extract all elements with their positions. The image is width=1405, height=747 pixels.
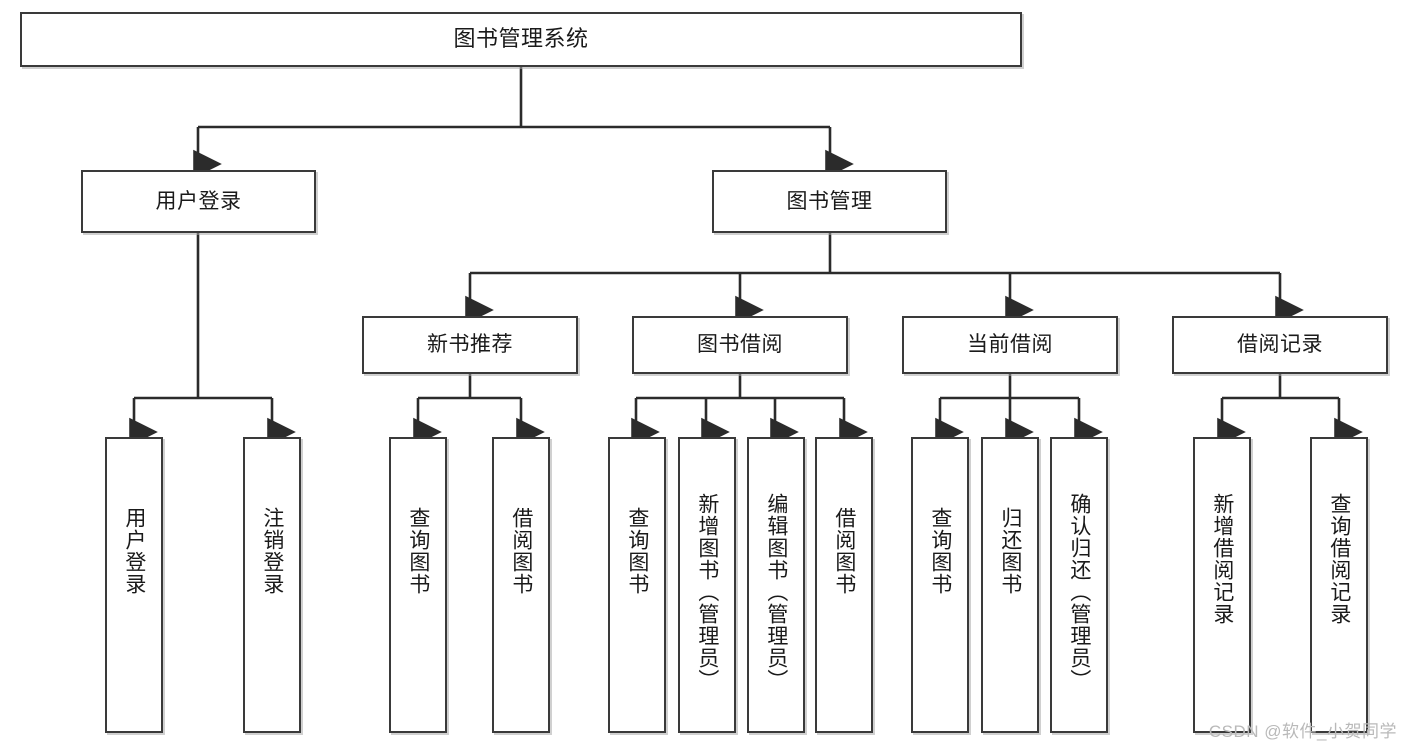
leaf-query-book-current-label: 查询图书 — [928, 507, 952, 595]
leaf-user-login-label: 用户登录 — [122, 507, 146, 595]
leaf-confirm-return-admin-label: 确认归还（管理员） — [1067, 493, 1091, 691]
leaf-return-book[interactable]: 归还图书 — [981, 437, 1039, 733]
node-book-borrow-label: 图书借阅 — [697, 333, 783, 357]
leaf-logout[interactable]: 注销登录 — [243, 437, 301, 733]
leaf-borrow-book-recommend[interactable]: 借阅图书 — [492, 437, 550, 733]
leaf-add-borrow-record-label: 新增借阅记录 — [1210, 493, 1234, 625]
leaf-confirm-return-admin[interactable]: 确认归还（管理员） — [1050, 437, 1108, 733]
node-book-borrow[interactable]: 图书借阅 — [632, 316, 848, 374]
leaf-query-book-borrow-label: 查询图书 — [625, 507, 649, 595]
node-new-book-recommend[interactable]: 新书推荐 — [362, 316, 578, 374]
node-new-book-recommend-label: 新书推荐 — [427, 333, 513, 357]
csdn-watermark: CSDN @软件_小贺同学 — [1208, 722, 1397, 741]
leaf-query-book-recommend[interactable]: 查询图书 — [389, 437, 447, 733]
leaf-query-borrow-record[interactable]: 查询借阅记录 — [1310, 437, 1368, 733]
node-root[interactable]: 图书管理系统 — [20, 12, 1022, 67]
leaf-edit-book-admin[interactable]: 编辑图书（管理员） — [747, 437, 805, 733]
leaf-edit-book-admin-label: 编辑图书（管理员） — [764, 493, 788, 691]
node-current-borrow-label: 当前借阅 — [967, 333, 1053, 357]
leaf-query-book-recommend-label: 查询图书 — [406, 507, 430, 595]
node-book-management[interactable]: 图书管理 — [712, 170, 947, 233]
leaf-query-borrow-record-label: 查询借阅记录 — [1327, 493, 1351, 625]
leaf-user-login[interactable]: 用户登录 — [105, 437, 163, 733]
leaf-return-book-label: 归还图书 — [998, 507, 1022, 595]
node-root-label: 图书管理系统 — [453, 26, 589, 52]
leaf-borrow-book-label: 借阅图书 — [832, 507, 856, 595]
leaf-query-book-current[interactable]: 查询图书 — [911, 437, 969, 733]
node-user-login-label: 用户登录 — [155, 189, 242, 213]
leaf-add-borrow-record[interactable]: 新增借阅记录 — [1193, 437, 1251, 733]
leaf-add-book-admin-label: 新增图书（管理员） — [695, 493, 719, 691]
node-borrow-record[interactable]: 借阅记录 — [1172, 316, 1388, 374]
node-current-borrow[interactable]: 当前借阅 — [902, 316, 1118, 374]
leaf-borrow-book[interactable]: 借阅图书 — [815, 437, 873, 733]
leaf-add-book-admin[interactable]: 新增图书（管理员） — [678, 437, 736, 733]
leaf-query-book-borrow[interactable]: 查询图书 — [608, 437, 666, 733]
node-book-management-label: 图书管理 — [786, 189, 873, 213]
node-borrow-record-label: 借阅记录 — [1237, 333, 1323, 357]
node-user-login[interactable]: 用户登录 — [81, 170, 316, 233]
leaf-borrow-book-recommend-label: 借阅图书 — [509, 507, 533, 595]
leaf-logout-label: 注销登录 — [260, 507, 284, 595]
